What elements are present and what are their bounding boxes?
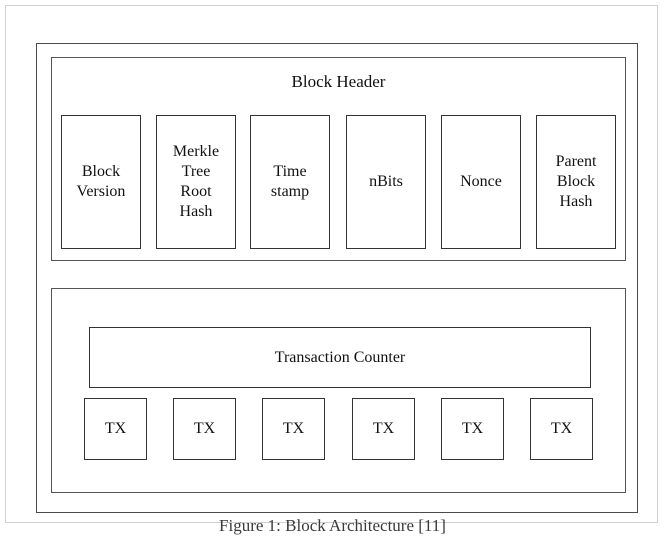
tx-box-3: TX	[262, 398, 325, 460]
image-frame	[5, 5, 658, 523]
merkle-tree-root-hash-field: Merkle Tree Root Hash	[156, 115, 236, 249]
figure-caption: Figure 1: Block Architecture [11]	[219, 516, 446, 535]
tx-box-4: TX	[352, 398, 415, 460]
nonce-field: Nonce	[441, 115, 521, 249]
parent-block-hash-field: Parent Block Hash	[536, 115, 616, 249]
block-version-field: Block Version	[61, 115, 141, 249]
nbits-field: nBits	[346, 115, 426, 249]
block-header-title: Block Header	[291, 72, 386, 91]
tx-box-6: TX	[530, 398, 593, 460]
transaction-counter-box: Transaction Counter	[89, 327, 591, 388]
tx-box-5: TX	[441, 398, 504, 460]
tx-box-2: TX	[173, 398, 236, 460]
block-header-section	[51, 57, 626, 261]
timestamp-field: Time stamp	[250, 115, 330, 249]
tx-box-1: TX	[84, 398, 147, 460]
block-body-section	[51, 288, 626, 493]
